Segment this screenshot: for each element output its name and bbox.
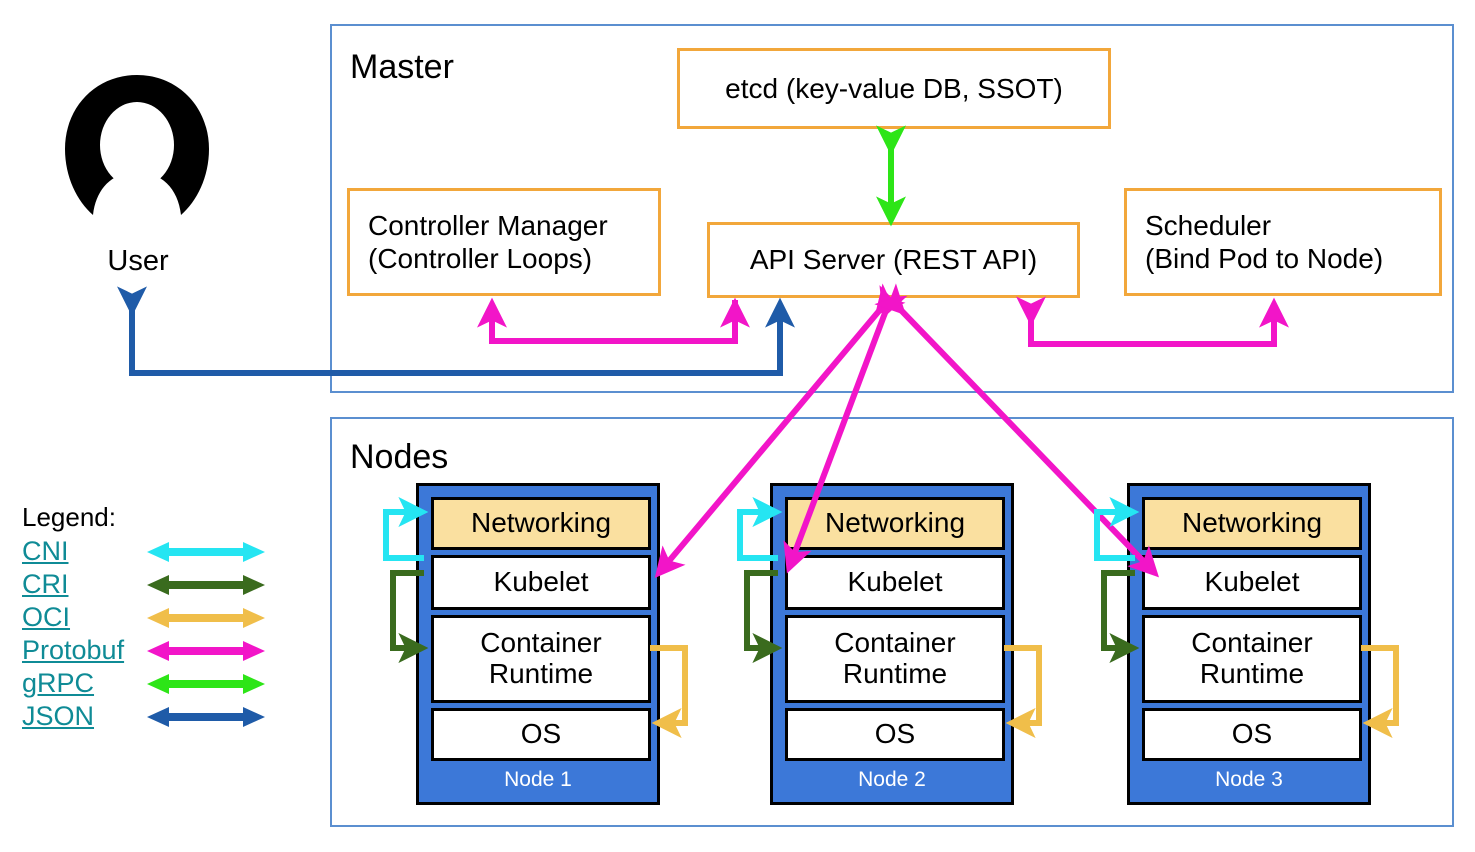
node-1[interactable]: Networking Kubelet Container Runtime OS … (416, 483, 660, 805)
node-1-label: Node 1 (504, 768, 572, 791)
node-3-kubelet-label: Kubelet (1204, 566, 1300, 598)
node-1-container-runtime-label-line2: Runtime (488, 658, 594, 689)
controller-manager-label-line2: (Controller Loops) (368, 243, 593, 274)
node-1-container-runtime-layer[interactable]: Container Runtime (431, 615, 651, 703)
node-2-kubelet-layer[interactable]: Kubelet (785, 555, 1005, 610)
node-3-networking-label: Networking (1181, 507, 1323, 539)
legend-arrow-oci (147, 607, 265, 628)
scheduler-box[interactable]: Scheduler (Bind Pod to Node) (1124, 188, 1442, 296)
node-2-container-runtime-label-line1: Container (834, 627, 956, 659)
node-2-os-layer[interactable]: OS (785, 708, 1005, 761)
node-3-container-runtime-layer[interactable]: Container Runtime (1142, 615, 1362, 703)
legend: Legend: CNI CRI OCI Protobuf (22, 502, 265, 733)
legend-label-json[interactable]: JSON (22, 701, 95, 731)
legend-label-grpc[interactable]: gRPC (22, 668, 95, 698)
scheduler-label-line2: (Bind Pod to Node) (1145, 243, 1384, 274)
legend-label-protobuf[interactable]: Protobuf (22, 635, 125, 665)
node-1-networking-label: Networking (470, 507, 612, 539)
node-2-container-runtime-label-line2: Runtime (842, 658, 948, 689)
legend-item-oci[interactable]: OCI (22, 601, 265, 634)
node-3-label: Node 3 (1215, 768, 1283, 791)
api-server-box[interactable]: API Server (REST API) (707, 222, 1080, 298)
scheduler-label-line1: Scheduler (1145, 209, 1272, 241)
node-1-kubelet-label: Kubelet (493, 566, 589, 598)
legend-arrow-cri (147, 574, 265, 595)
etcd-box[interactable]: etcd (key-value DB, SSOT) (677, 48, 1111, 129)
node-3-container-runtime-label-line2: Runtime (1199, 658, 1305, 689)
node-2[interactable]: Networking Kubelet Container Runtime OS … (770, 483, 1014, 805)
node-2-os-label: OS (874, 718, 916, 750)
node-2-kubelet-label: Kubelet (847, 566, 943, 598)
legend-item-json[interactable]: JSON (22, 700, 265, 733)
node-3-kubelet-layer[interactable]: Kubelet (1142, 555, 1362, 610)
legend-item-grpc[interactable]: gRPC (22, 667, 265, 700)
node-3-os-label: OS (1231, 718, 1273, 750)
user-label: User (107, 245, 169, 277)
legend-arrow-cni (147, 541, 265, 562)
node-1-kubelet-layer[interactable]: Kubelet (431, 555, 651, 610)
node-1-os-layer[interactable]: OS (431, 708, 651, 761)
user-avatar-icon (63, 73, 211, 223)
legend-label-cri[interactable]: CRI (22, 569, 69, 599)
node-2-label: Node 2 (858, 768, 926, 791)
legend-item-protobuf[interactable]: Protobuf (22, 634, 265, 667)
node-3-networking-layer[interactable]: Networking (1142, 497, 1362, 550)
legend-item-cni[interactable]: CNI (22, 535, 265, 568)
node-3-os-layer[interactable]: OS (1142, 708, 1362, 761)
node-2-networking-layer[interactable]: Networking (785, 497, 1005, 550)
controller-manager-label-line1: Controller Manager (368, 209, 608, 241)
nodes-group-title: Nodes (350, 438, 449, 476)
legend-item-cri[interactable]: CRI (22, 568, 265, 601)
node-1-os-label: OS (520, 718, 562, 750)
controller-manager-box[interactable]: Controller Manager (Controller Loops) (347, 188, 661, 296)
node-3[interactable]: Networking Kubelet Container Runtime OS … (1127, 483, 1371, 805)
node-3-container-runtime-label-line1: Container (1191, 627, 1313, 659)
master-group-title: Master (350, 48, 454, 86)
legend-label-oci[interactable]: OCI (22, 602, 71, 632)
api-server-label: API Server (REST API) (749, 244, 1038, 276)
node-1-networking-layer[interactable]: Networking (431, 497, 651, 550)
legend-title: Legend: (22, 502, 116, 532)
legend-arrow-protobuf (147, 640, 265, 661)
etcd-label: etcd (key-value DB, SSOT) (725, 72, 1063, 104)
legend-arrow-json (147, 706, 265, 727)
legend-label-cni[interactable]: CNI (22, 536, 69, 566)
legend-arrow-grpc (147, 673, 265, 694)
node-1-container-runtime-label-line1: Container (480, 627, 602, 659)
node-2-container-runtime-layer[interactable]: Container Runtime (785, 615, 1005, 703)
node-2-networking-label: Networking (824, 507, 966, 539)
